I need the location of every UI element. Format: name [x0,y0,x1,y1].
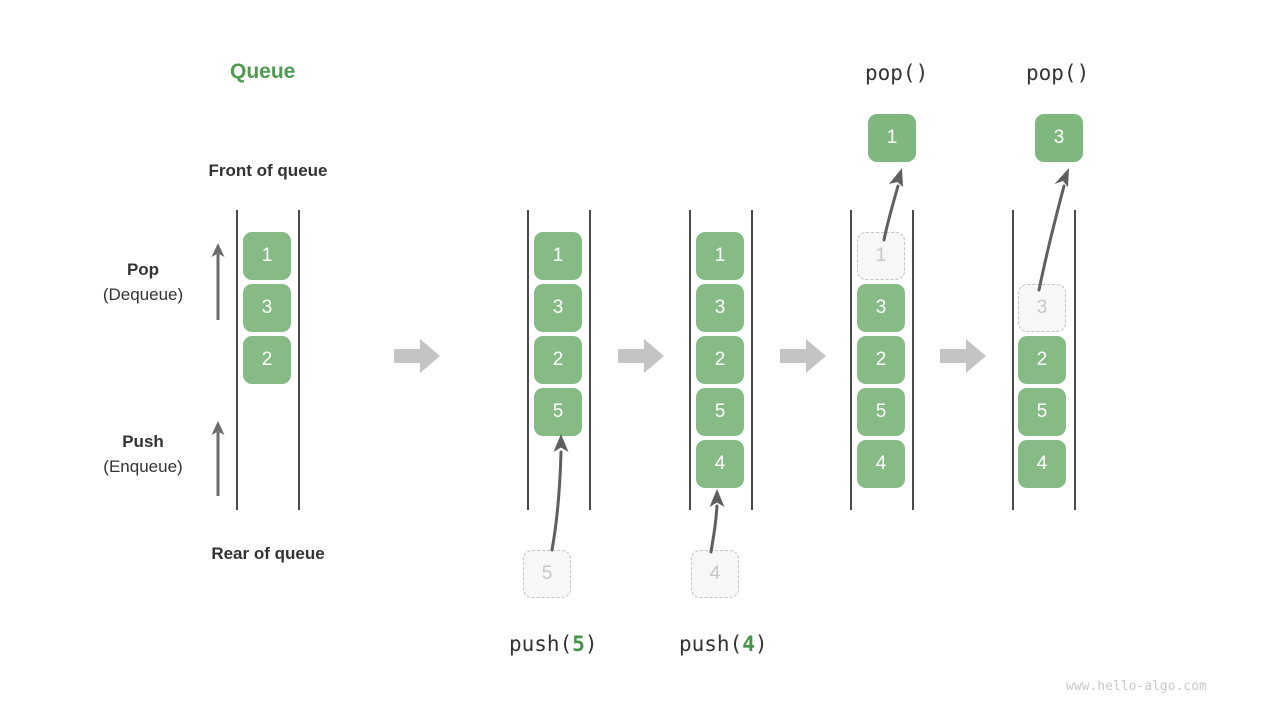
caption-prefix: push( [509,632,573,656]
queue-cell: 2 [243,336,291,384]
column-rail-left [236,210,238,510]
queue-cell: 2 [696,336,744,384]
pop-motion-arrow-icon [882,168,903,242]
queue-cell: 4 [857,440,905,488]
caption-argument: 4 [742,632,755,656]
push-label-main: Push [122,432,164,451]
queue-cell: 1 [243,232,291,280]
incoming-value-ghost-cell: 4 [691,550,739,598]
push-motion-arrow-icon [709,489,725,554]
site-watermark: www.hello-algo.com [1066,679,1207,694]
front-of-queue-label: Front of queue [208,161,328,180]
rear-of-queue-label: Rear of queue [211,544,325,563]
flow-arrow-icon [394,339,440,373]
queue-cell: 4 [696,440,744,488]
column-rail-left [527,210,529,510]
pop-motion-arrow-icon [1037,168,1069,292]
pop-operation-label: Pop (Dequeue) [60,258,226,307]
queue-cell-ghost: 3 [1018,284,1066,332]
column-rail-left [850,210,852,510]
caption-prefix: push( [679,632,743,656]
queue-cell-ghost: 1 [857,232,905,280]
pop-label-sub: (Dequeue) [102,284,184,304]
queue-cell: 4 [1018,440,1066,488]
column-rail-right [589,210,591,510]
popped-value-cell: 3 [1035,114,1083,162]
column-rail-right [298,210,300,510]
queue-cell: 3 [857,284,905,332]
column-rail-right [751,210,753,510]
page-title: Queue [230,60,296,83]
caption-argument: 5 [572,632,585,656]
push-motion-arrow-icon [550,434,569,552]
push-operation-label: Push (Enqueue) [60,430,226,479]
push-direction-arrow-icon [211,421,225,496]
column-rail-left [1012,210,1014,510]
pop-direction-arrow-icon [211,243,225,320]
flow-arrow-icon [940,339,986,373]
column-rail-right [1074,210,1076,510]
queue-cell: 1 [696,232,744,280]
queue-cell: 3 [696,284,744,332]
pop-label-main: Pop [126,260,160,279]
popped-value-cell: 1 [868,114,916,162]
queue-cell: 5 [857,388,905,436]
queue-cell: 5 [696,388,744,436]
queue-cell: 5 [534,388,582,436]
queue-cell: 2 [1018,336,1066,384]
flow-arrow-icon [780,339,826,373]
caption-suffix: ) [584,632,598,656]
queue-cell: 3 [243,284,291,332]
queue-cell: 3 [534,284,582,332]
operation-caption-push-4: push(4) [679,632,768,656]
queue-cell: 1 [534,232,582,280]
incoming-value-ghost-cell: 5 [523,550,571,598]
column-rail-left [689,210,691,510]
operation-caption-pop-3: pop() [1026,61,1090,85]
queue-cell: 2 [857,336,905,384]
queue-cell: 5 [1018,388,1066,436]
queue-cell: 2 [534,336,582,384]
column-rail-right [912,210,914,510]
push-label-sub: (Enqueue) [103,456,183,476]
operation-caption-pop-1: pop() [865,61,929,85]
caption-suffix: ) [754,632,768,656]
operation-caption-push-5: push(5) [509,632,598,656]
flow-arrow-icon [618,339,664,373]
